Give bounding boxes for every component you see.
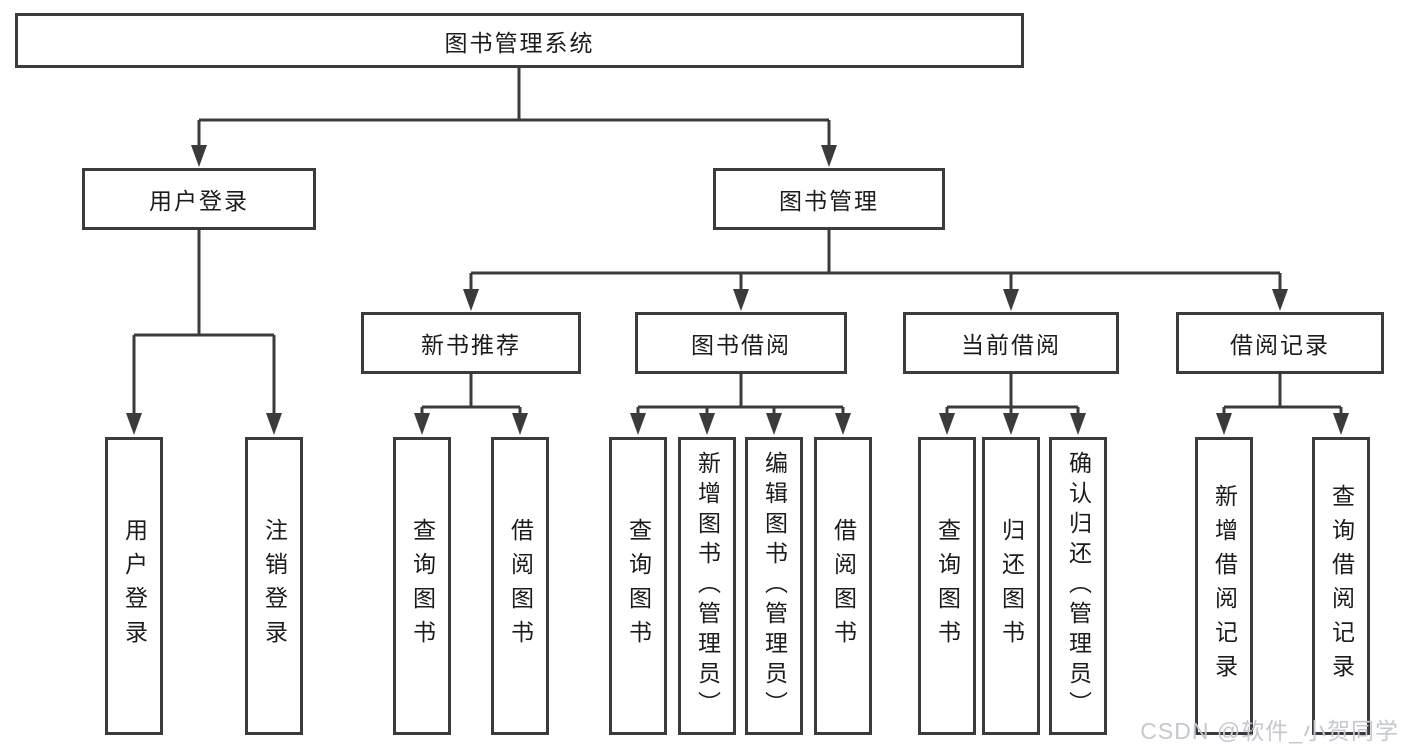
leaf-records-query-borrow-record: 查询借阅记录 (1312, 437, 1370, 735)
leaf-user-login-label: 用户登录 (121, 518, 148, 654)
edges-current-borrow-branch (939, 374, 1086, 435)
leaf-borrow-query-book: 查询图书 (609, 437, 667, 735)
edges-book-management-branch (463, 230, 1288, 311)
leaf-borrow-add-book-admin-label: 新增图书（管理员） (694, 451, 721, 721)
leaf-borrow-add-book-admin: 新增图书（管理员） (678, 437, 736, 735)
node-current-borrow: 当前借阅 (903, 312, 1119, 374)
leaf-current-query-book-label: 查询图书 (934, 518, 961, 654)
node-user-login: 用户登录 (82, 168, 316, 230)
node-new-book-recommend-label: 新书推荐 (421, 332, 521, 358)
node-book-borrow-label: 图书借阅 (691, 332, 791, 358)
edges-root-to-level2 (191, 68, 837, 167)
leaf-current-return-book-label: 归还图书 (998, 518, 1025, 654)
leaf-logout-label: 注销登录 (261, 518, 288, 654)
node-borrow-records: 借阅记录 (1176, 312, 1384, 374)
leaf-current-return-book: 归还图书 (982, 437, 1040, 735)
leaf-borrow-edit-book-admin: 编辑图书（管理员） (745, 437, 803, 735)
node-library-system-label: 图书管理系统 (444, 29, 595, 56)
leaf-current-query-book: 查询图书 (918, 437, 976, 735)
leaf-recommend-query-book: 查询图书 (393, 437, 451, 735)
edges-new-book-recommend-branch (414, 374, 528, 435)
leaf-records-add-borrow-record: 新增借阅记录 (1195, 437, 1253, 735)
node-new-book-recommend: 新书推荐 (361, 312, 581, 374)
leaf-recommend-borrow-book: 借阅图书 (491, 437, 549, 735)
node-book-borrow: 图书借阅 (635, 312, 847, 374)
node-book-management: 图书管理 (713, 168, 945, 230)
edges-user-login-branch (126, 230, 282, 435)
edges-book-borrow-branch (630, 374, 851, 435)
csdn-watermark: CSDN @软件_小贺同学 (1140, 718, 1399, 744)
leaf-records-query-borrow-record-label: 查询借阅记录 (1328, 484, 1355, 688)
node-library-system: 图书管理系统 (15, 13, 1024, 68)
leaf-user-login: 用户登录 (105, 437, 163, 735)
edges-borrow-records-branch (1216, 374, 1349, 435)
node-borrow-records-label: 借阅记录 (1230, 332, 1330, 358)
node-current-borrow-label: 当前借阅 (961, 332, 1061, 358)
leaf-borrow-query-book-label: 查询图书 (625, 518, 652, 654)
leaf-records-add-borrow-record-label: 新增借阅记录 (1211, 484, 1238, 688)
leaf-borrow-borrow-book: 借阅图书 (814, 437, 872, 735)
leaf-current-confirm-return-admin-label: 确认归还（管理员） (1065, 451, 1092, 721)
node-user-login-label: 用户登录 (149, 188, 249, 214)
leaf-borrow-edit-book-admin-label: 编辑图书（管理员） (761, 451, 788, 721)
node-book-management-label: 图书管理 (779, 188, 879, 214)
leaf-borrow-borrow-book-label: 借阅图书 (830, 518, 857, 654)
leaf-recommend-borrow-book-label: 借阅图书 (507, 518, 534, 654)
leaf-logout: 注销登录 (245, 437, 303, 735)
leaf-current-confirm-return-admin: 确认归还（管理员） (1049, 437, 1107, 735)
leaf-recommend-query-book-label: 查询图书 (409, 518, 436, 654)
